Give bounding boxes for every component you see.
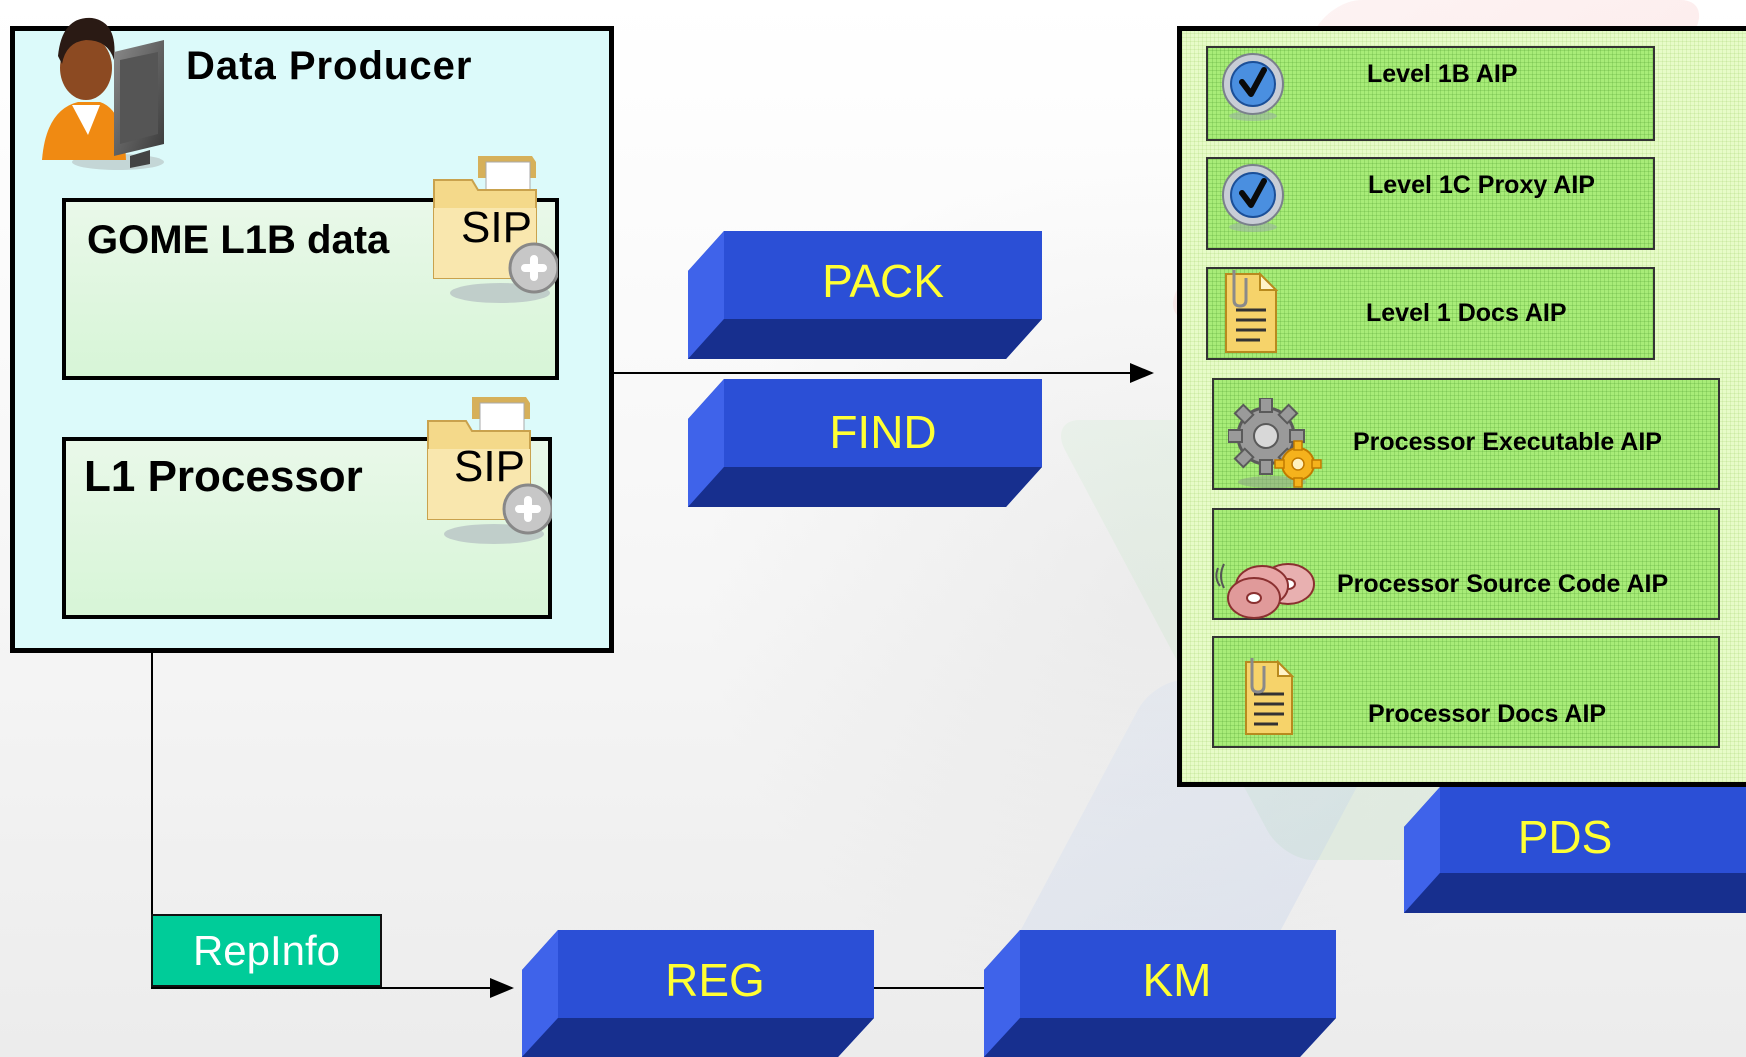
aip-label: Level 1B AIP [1367,60,1518,88]
producer-to-reg-arrow [151,653,514,998]
aip-label: Processor Source Code AIP [1337,570,1669,598]
document-icon [1225,270,1279,353]
sip-label: SIP [454,442,525,491]
aip-box [1206,267,1655,360]
user-at-computer-icon [42,17,164,170]
pack-block [688,231,1042,359]
sip-label: SIP [461,203,532,252]
pds-block [1404,787,1746,913]
l1-processor-label: L1 Processor [84,452,363,501]
aip-box [1212,378,1720,490]
pds-label: PDS [1517,811,1613,863]
repinfo-tag: RepInfo [151,914,382,987]
km-label: KM [1142,954,1212,1006]
aip-label: Processor Executable AIP [1353,428,1662,456]
aip-label: Level 1 Docs AIP [1366,299,1567,327]
producer-title: Data Producer [186,44,473,88]
discs-icon [1215,563,1315,619]
checkmark-icon [1222,53,1284,121]
sip-folder-icon [427,397,552,544]
reg-label: REG [665,954,765,1006]
gears-icon [1228,398,1322,488]
aip-box [1212,636,1720,748]
km-block [984,930,1336,1057]
find-label: FIND [829,406,937,458]
find-block [688,379,1042,507]
checkmark-icon [1222,164,1284,232]
pack-label: PACK [822,255,944,307]
sip-folder-icon [433,156,558,303]
aip-label: Processor Docs AIP [1368,700,1607,728]
reg-block [522,930,874,1057]
gome-l1b-data-label: GOME L1B data [87,218,390,262]
aip-box [1206,46,1655,141]
aip-label: Level 1C Proxy AIP [1368,171,1595,199]
document-icon [1245,658,1295,735]
